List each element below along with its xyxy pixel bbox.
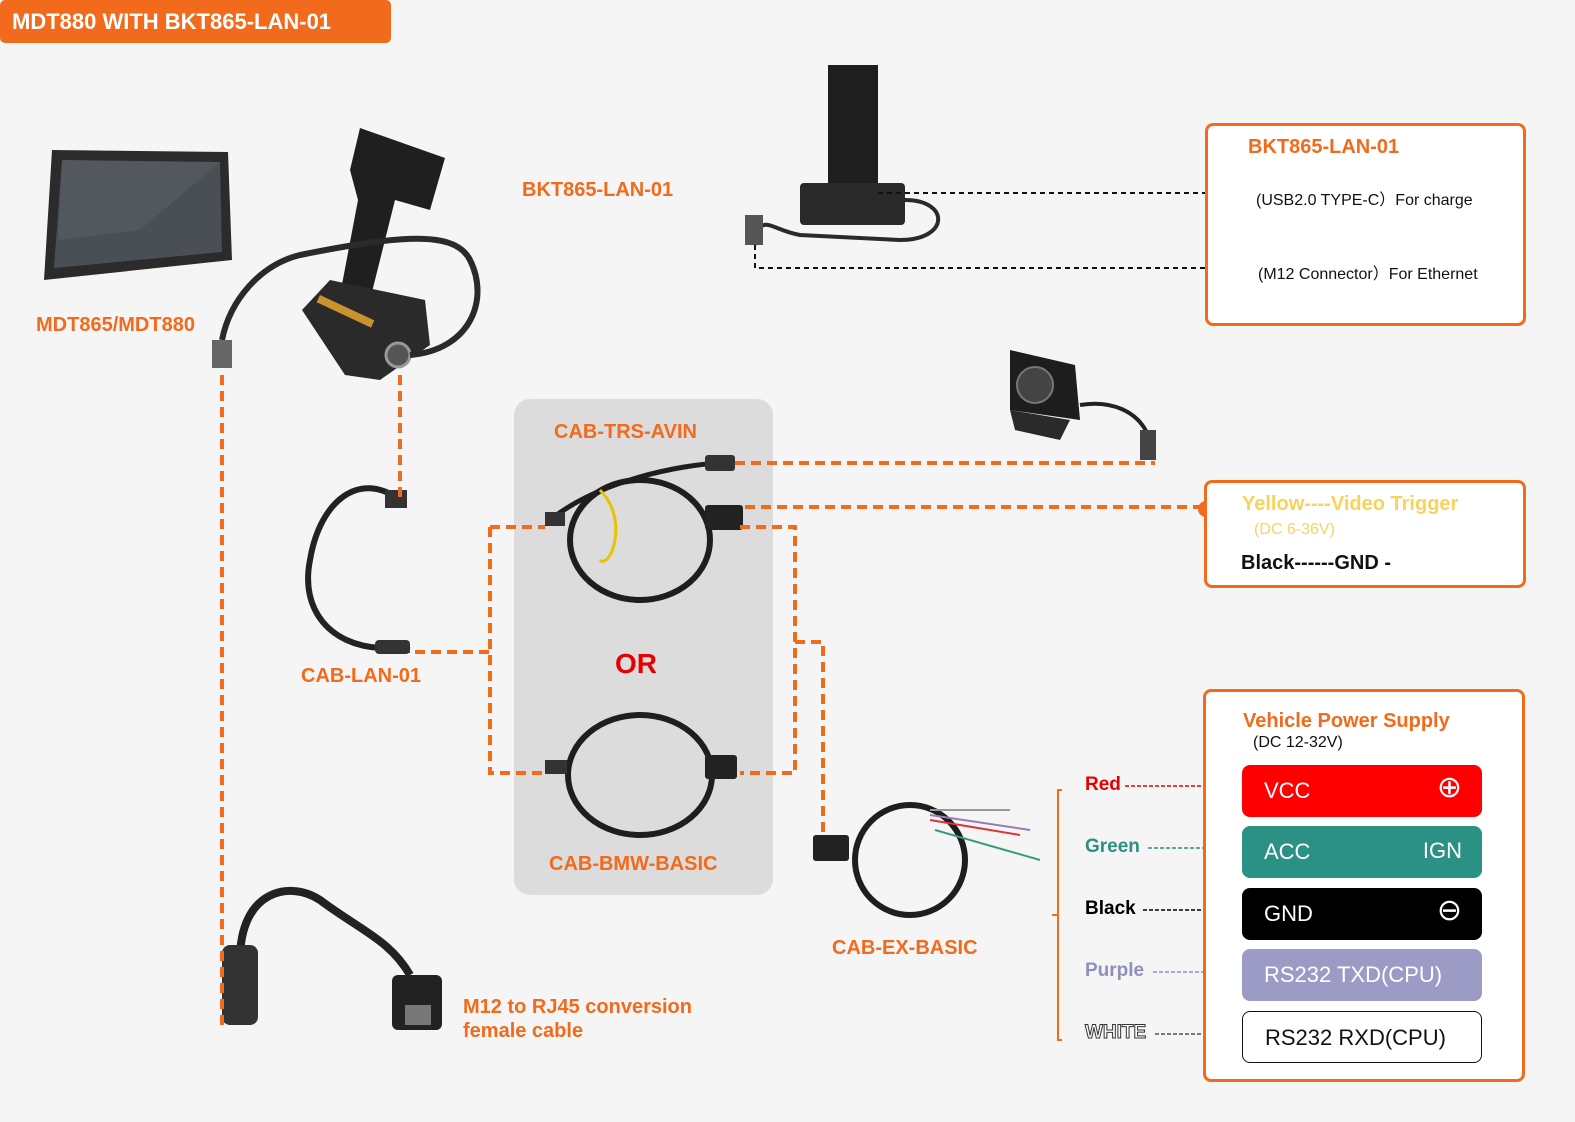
connection-lines xyxy=(220,375,1205,1030)
m12-label-line2: female cable xyxy=(463,1020,584,1042)
bkt-box-title: BKT865-LAN-01 xyxy=(1248,136,1400,158)
minus-icon: ⊖ xyxy=(1436,894,1462,927)
bkt-m12-line: (M12 Connector）For Ethernet xyxy=(1258,266,1478,283)
wire-black-label: Black xyxy=(1085,898,1136,919)
bracket-small-image xyxy=(745,65,941,246)
acc-label: ACC xyxy=(1264,839,1311,864)
trigger-voltage: (DC 6-36V) xyxy=(1254,521,1335,538)
m12-rj45-image xyxy=(222,886,442,1030)
camera-image xyxy=(1010,350,1156,460)
trigger-black-line: Black------GND - xyxy=(1241,552,1391,574)
wire-purple-label: Purple xyxy=(1085,960,1145,981)
title-badge: MDT880 WITH BKT865-LAN-01 xyxy=(0,0,391,43)
trigger-info-box: Yellow----Video Trigger (DC 6-36V) Black… xyxy=(1204,480,1526,588)
bracket-label: BKT865-LAN-01 xyxy=(522,179,674,201)
power-row-vcc: VCC ⊕ xyxy=(1242,765,1482,817)
m12-label-line1: M12 to RJ45 conversion xyxy=(463,996,692,1018)
bkt-usb-line: (USB2.0 TYPE-C）For charge xyxy=(1256,192,1473,209)
ign-label: IGN xyxy=(1422,838,1462,863)
gnd-label: GND xyxy=(1264,901,1313,926)
wire-white-label: WHITE xyxy=(1084,1022,1147,1044)
power-row-gnd: GND ⊖ xyxy=(1242,888,1482,940)
or-label: OR xyxy=(615,648,657,679)
cab-ex-image xyxy=(813,802,1041,918)
plus-icon: ⊕ xyxy=(1436,771,1462,804)
bkt-info-box: BKT865-LAN-01 (USB2.0 TYPE-C）For charge … xyxy=(1205,123,1526,326)
cab-ex-label: CAB-EX-BASIC xyxy=(832,937,978,959)
bkt-leader-lines xyxy=(754,192,1258,269)
power-title: Vehicle Power Supply xyxy=(1243,710,1450,732)
power-brace xyxy=(1057,789,1062,1041)
wire-red-label: Red xyxy=(1085,774,1121,795)
cab-trs-label: CAB-TRS-AVIN xyxy=(554,421,697,443)
power-subtitle: (DC 12-32V) xyxy=(1253,734,1343,751)
trigger-yellow-line: Yellow----Video Trigger xyxy=(1242,493,1459,515)
wire-green-label: Green xyxy=(1085,836,1140,857)
bracket-image xyxy=(212,128,481,380)
cab-bmw-label: CAB-BMW-BASIC xyxy=(549,853,718,875)
power-row-rxd: RS232 RXD(CPU) xyxy=(1242,1011,1482,1063)
cab-bmw-image xyxy=(545,712,737,838)
power-row-txd: RS232 TXD(CPU) xyxy=(1242,949,1482,1001)
cab-lan-image xyxy=(305,485,411,654)
cab-trs-image xyxy=(545,455,743,603)
vcc-label: VCC xyxy=(1264,778,1311,803)
rxd-label: RS232 RXD(CPU) xyxy=(1265,1025,1446,1050)
txd-label: RS232 TXD(CPU) xyxy=(1264,962,1443,987)
power-row-acc: ACC IGN xyxy=(1242,826,1482,878)
cab-lan-label: CAB-LAN-01 xyxy=(301,665,421,687)
tablet-label: MDT865/MDT880 xyxy=(36,314,195,336)
tablet-image xyxy=(44,150,232,280)
